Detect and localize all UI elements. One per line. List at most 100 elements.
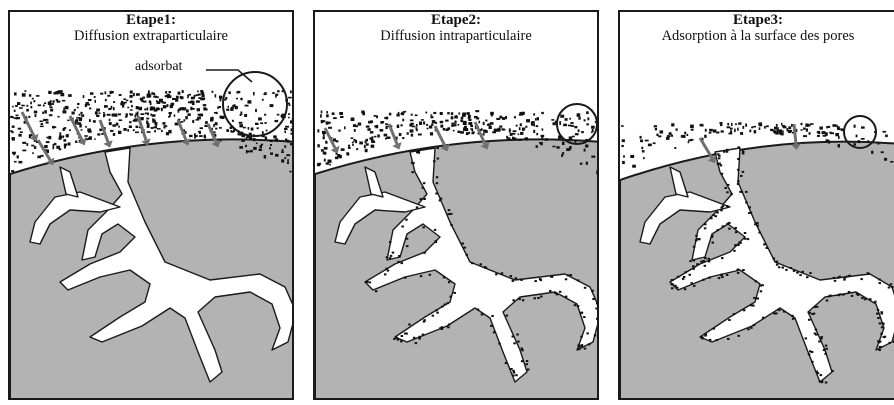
adsorbate-particle [34, 111, 38, 114]
adsorbate-particle [287, 140, 290, 143]
adsorbate-particle [521, 349, 524, 351]
adsorbate-particle [567, 274, 570, 276]
adsorbate-particle [133, 129, 135, 131]
adsorbate-particle [256, 143, 258, 145]
adsorbate-particle [163, 105, 167, 108]
adsorbate-particle [750, 212, 753, 214]
adsorbate-particle [549, 290, 552, 292]
adsorbate-particle [282, 149, 284, 151]
adsorbate-particle [545, 138, 548, 141]
adsorbate-particle [565, 278, 568, 280]
adsorbate-particle [397, 339, 400, 341]
adsorbate-particle [328, 127, 332, 129]
adsorbate-particle [584, 348, 587, 350]
adsorbate-particle [685, 271, 688, 273]
adsorbate-particle [32, 152, 34, 154]
adsorbate-particle [881, 326, 884, 328]
adsorbate-particle [167, 95, 169, 98]
adsorbate-particle [75, 141, 77, 143]
adsorbate-particle [77, 103, 79, 105]
adsorbate-particle [742, 153, 745, 155]
adsorbate-particle [689, 260, 692, 262]
adsorbate-particle [448, 281, 451, 283]
adsorbate-particle [18, 134, 21, 137]
adsorbate-particle [422, 187, 425, 189]
adsorbate-particle [861, 297, 864, 299]
adsorbate-particle [814, 306, 817, 308]
adsorbate-particle [451, 112, 453, 115]
adsorbate-particle [676, 128, 678, 130]
adsorbate-particle [135, 113, 137, 116]
adsorbate-particle [168, 116, 170, 118]
adsorbate-particle [444, 304, 447, 306]
adsorbate-particle [416, 124, 418, 127]
adsorbate-particle [433, 160, 436, 162]
adsorbate-particle [57, 101, 61, 103]
adsorbate-particle [93, 120, 96, 123]
adsorbate-particle [275, 120, 279, 122]
adsorbate-particle [584, 119, 586, 121]
adsorbate-particle [109, 122, 112, 125]
adsorbate-particle [255, 109, 257, 112]
adsorbate-particle [783, 311, 786, 313]
adsorbate-particle [385, 268, 388, 270]
adsorbate-particle [869, 298, 872, 300]
adsorbate-particle [737, 158, 740, 160]
adsorbate-particle [445, 120, 449, 122]
adsorbate-particle [228, 91, 231, 94]
adsorbate-particle [846, 276, 849, 278]
adsorbate-particle [470, 123, 472, 125]
adsorbate-particle [270, 152, 273, 155]
adsorbate-particle [392, 252, 395, 254]
adsorbate-particle [407, 132, 409, 134]
adsorbate-particle [352, 142, 354, 144]
adsorbate-particle [540, 296, 543, 298]
adsorbate-particle [194, 136, 196, 139]
adsorbate-particle [422, 226, 425, 228]
adsorbate-particle [690, 125, 694, 129]
adsorbate-particle [463, 121, 466, 124]
adsorbate-particle [105, 99, 107, 102]
adsorbate-particle [443, 276, 446, 278]
adsorbate-particle [251, 128, 254, 131]
adsorbate-particle [457, 131, 460, 133]
adsorbate-particle [187, 113, 190, 116]
adsorbate-particle [435, 241, 438, 243]
adsorbate-particle [123, 128, 126, 131]
adsorbate-particle [162, 122, 165, 125]
adsorbate-particle [782, 267, 785, 269]
adsorbate-particle [598, 330, 599, 332]
adsorbate-particle [766, 247, 769, 249]
adsorbate-particle [439, 199, 442, 201]
adsorbate-particle [189, 135, 193, 137]
adsorbate-particle [204, 135, 206, 138]
adsorbate-particle [10, 116, 13, 118]
adsorbate-particle [506, 315, 509, 317]
adsorbate-particle [264, 155, 267, 158]
adsorbate-particle [446, 128, 449, 131]
adsorbate-particle [262, 99, 264, 101]
adsorbate-particle [552, 146, 555, 148]
adsorbate-particle [321, 149, 324, 151]
adsorbate-particle [737, 272, 740, 274]
adsorbate-particle [220, 98, 222, 101]
adsorbate-particle [891, 286, 894, 288]
adsorbate-particle [747, 328, 750, 330]
adsorbate-particle [95, 111, 98, 114]
adsorbate-particle [655, 128, 657, 130]
adsorbate-particle [418, 134, 422, 136]
adsorbate-particle [219, 96, 222, 99]
adsorbate-particle [835, 133, 839, 136]
adsorbate-particle [591, 290, 594, 292]
adsorbate-particle [139, 107, 143, 111]
adsorbate-particle [422, 334, 425, 336]
adsorbate-particle [483, 122, 485, 125]
adsorbate-particle [90, 92, 93, 95]
adsorbate-particle [801, 123, 803, 125]
adsorbate-particle [874, 301, 877, 303]
adsorbate-particle [201, 94, 204, 98]
adsorbate-particle [745, 202, 748, 204]
adsorbate-particle [168, 130, 171, 134]
adsorbate-particle [462, 114, 466, 117]
adsorbate-particle [153, 93, 155, 95]
